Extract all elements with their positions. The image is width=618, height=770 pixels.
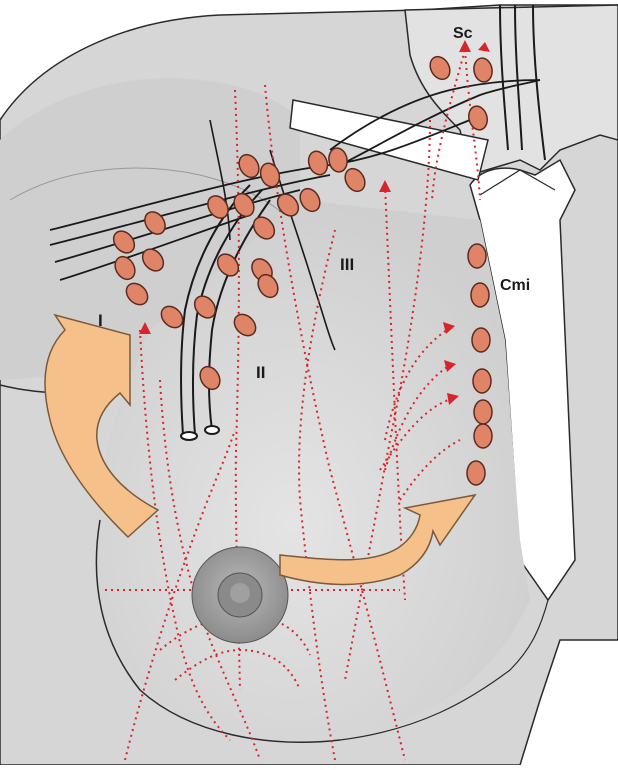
lymph-node [474,424,492,448]
lymph-node [474,400,492,424]
areola [192,547,288,643]
label-sc: Sc [453,25,473,42]
label-cmi: Cmi [500,277,530,294]
label-level-1: I [98,311,103,330]
label-level-2: II [256,363,265,382]
lymph-node [468,244,486,268]
lymph-node [471,283,489,307]
label-level-3: III [340,255,354,274]
lymph-node [472,328,490,352]
lymph-node [467,461,485,485]
lymph-node [473,369,491,393]
